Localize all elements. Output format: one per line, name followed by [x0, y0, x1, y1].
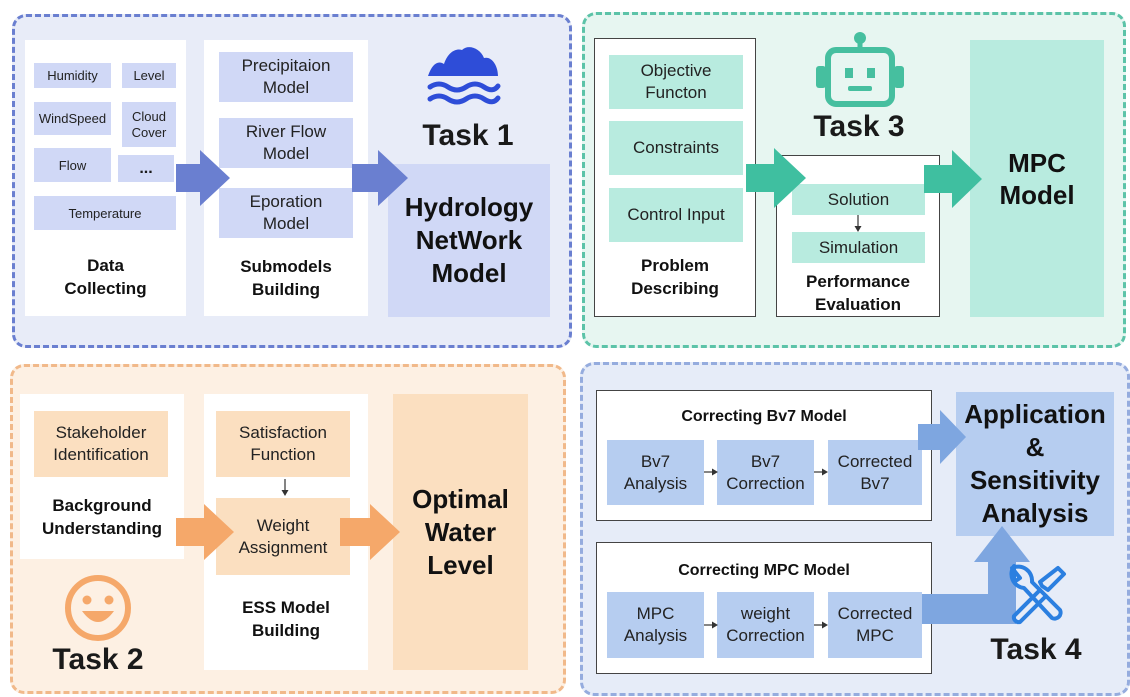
input-flow: Flow	[34, 148, 111, 182]
ess-model-caption: ESS Model Building	[242, 598, 330, 640]
mpc-analysis: MPC Analysis	[607, 592, 704, 658]
hydrology-network-model: Hydrology NetWork Model	[388, 164, 550, 317]
mpc-model: MPC Model	[970, 40, 1104, 317]
arrow-bv7-to-application	[918, 410, 966, 464]
arrow-problem-to-evaluation	[746, 148, 806, 208]
simulation: Simulation	[792, 232, 925, 263]
bv7-analysis: Bv7 Analysis	[607, 440, 704, 505]
robot-icon	[816, 32, 904, 107]
objective-function: Objective Functon	[609, 55, 743, 109]
application-sensitivity-analysis: Application & Sensitivity Analysis	[956, 392, 1114, 536]
weight-assignment: Weight Assignment	[216, 498, 350, 575]
satisfaction-function: Satisfaction Function	[216, 411, 350, 477]
river-flow-model: River Flow Model	[219, 118, 353, 168]
corrected-mpc: Corrected MPC	[828, 592, 922, 658]
task1-label: Task 1	[422, 119, 514, 152]
performance-evaluation-caption: Performance Evaluation	[806, 272, 910, 314]
arrow-bv7-step1	[704, 468, 718, 476]
arrow-evaluation-to-mpc	[924, 150, 982, 208]
water-icon	[427, 47, 501, 105]
stakeholder-identification: Stakeholder Identification	[34, 411, 168, 477]
input-level: Level	[122, 63, 176, 88]
arrow-ess-to-optimal	[340, 504, 400, 560]
input-temperature: Temperature	[34, 196, 176, 230]
weight-correction: weight Correction	[717, 592, 814, 658]
bv7-correction: Bv7 Correction	[717, 440, 814, 505]
arrow-satisfaction-to-weight	[281, 479, 289, 496]
input-more: ...	[118, 155, 174, 182]
task4-label: Task 4	[990, 633, 1082, 666]
control-input: Control Input	[609, 188, 743, 242]
solution: Solution	[792, 184, 925, 215]
arrow-submodels-to-network	[352, 150, 408, 206]
smiley-icon	[65, 575, 131, 641]
arrow-data-to-submodels	[176, 150, 230, 206]
arrow-solution-to-simulation	[854, 215, 862, 232]
submodels-caption: Submodels Building	[240, 257, 332, 299]
arrow-bv7-step2	[814, 468, 828, 476]
arrow-background-to-ess	[176, 504, 234, 560]
precipitation-model: Precipitaion Model	[219, 52, 353, 102]
background-understanding-caption: Background Understanding	[42, 496, 162, 538]
arrow-mpc-to-application	[922, 526, 1030, 624]
input-windspeed: WindSpeed	[34, 102, 111, 135]
constraints: Constraints	[609, 121, 743, 175]
optimal-water-level: Optimal Water Level	[393, 394, 528, 670]
arrow-mpc-step1	[704, 621, 718, 629]
problem-describing-caption: Problem Describing	[631, 256, 719, 298]
correcting-mpc-title: Correcting MPC Model	[678, 562, 850, 579]
input-cloud-cover: Cloud Cover	[122, 102, 176, 147]
task2-label: Task 2	[52, 643, 144, 676]
evaporation-model: Eporation Model	[219, 188, 353, 238]
wrench-screwdriver-icon	[1009, 564, 1066, 625]
input-humidity: Humidity	[34, 63, 111, 88]
task3-label: Task 3	[813, 110, 905, 143]
corrected-bv7: Corrected Bv7	[828, 440, 922, 505]
arrow-mpc-step2	[814, 621, 828, 629]
data-collecting-caption: Data Collecting	[64, 256, 147, 298]
correcting-bv7-title: Correcting Bv7 Model	[681, 408, 847, 425]
